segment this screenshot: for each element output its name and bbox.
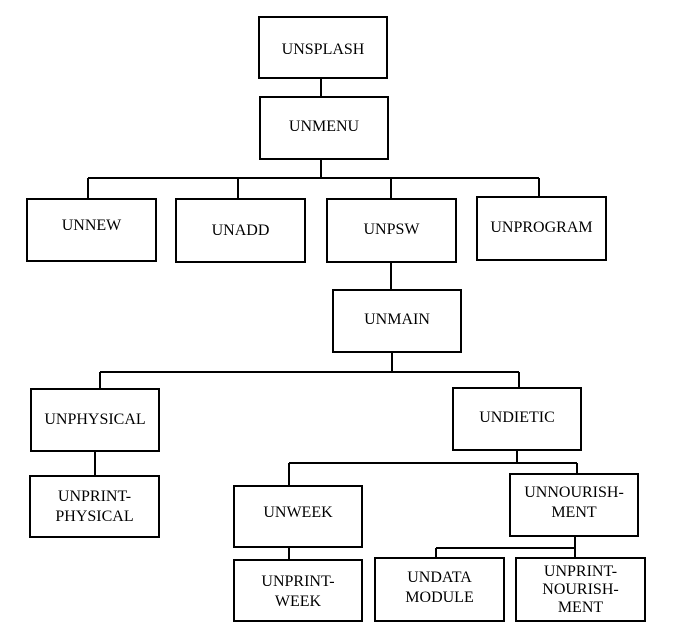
node-label-line: UNPRINT- bbox=[543, 563, 618, 580]
node-label-line: WEEK bbox=[274, 593, 322, 610]
node-label-line: PHYSICAL bbox=[55, 508, 134, 525]
node-label: UNWEEK bbox=[263, 504, 333, 521]
node-unnew: UNNEW bbox=[26, 198, 157, 262]
node-label: UNPRINT- NOURISH- MENT bbox=[517, 563, 644, 617]
node-unsplash: UNSPLASH bbox=[258, 16, 388, 79]
node-label-line: MENT bbox=[551, 504, 597, 521]
node-label-line: MODULE bbox=[405, 589, 474, 606]
node-unadd: UNADD bbox=[175, 198, 306, 263]
node-unprint-nourishment: UNPRINT- NOURISH- MENT bbox=[515, 557, 646, 622]
node-unpsw: UNPSW bbox=[326, 198, 457, 263]
node-unnourishment: UNNOURISH- MENT bbox=[509, 473, 639, 537]
node-label: UNPSW bbox=[363, 221, 420, 238]
node-label: UNNEW bbox=[61, 217, 122, 234]
node-unprint-physical: UNPRINT- PHYSICAL bbox=[29, 475, 160, 538]
node-label: UNNOURISH- MENT bbox=[511, 483, 637, 523]
node-label-line: UNNOURISH- bbox=[524, 484, 624, 501]
node-label: UNPROGRAM bbox=[490, 219, 593, 236]
node-unmain: UNMAIN bbox=[332, 289, 462, 353]
node-label: UNDIETIC bbox=[479, 409, 555, 426]
node-label-line: UNDATA bbox=[407, 569, 472, 586]
node-label: UNADD bbox=[211, 222, 270, 239]
node-undietic: UNDIETIC bbox=[452, 387, 582, 451]
node-unphysical: UNPHYSICAL bbox=[30, 388, 160, 452]
node-unmenu: UNMENU bbox=[259, 96, 389, 160]
node-label-line: UNPRINT- bbox=[57, 488, 132, 505]
node-undata-module: UNDATA MODULE bbox=[374, 557, 505, 622]
node-label: UNDATA MODULE bbox=[376, 568, 503, 608]
node-label: UNPRINT- PHYSICAL bbox=[31, 487, 158, 527]
node-label: UNMENU bbox=[288, 118, 360, 135]
node-unweek: UNWEEK bbox=[233, 485, 363, 548]
node-label: UNMAIN bbox=[364, 311, 430, 328]
node-label-line: MENT bbox=[557, 599, 604, 616]
node-label-line: NOURISH- bbox=[542, 581, 619, 598]
node-label: UNPHYSICAL bbox=[44, 411, 146, 428]
node-unprogram: UNPROGRAM bbox=[476, 196, 607, 261]
node-label: UNPRINT- WEEK bbox=[235, 572, 361, 612]
node-label-line: UNPRINT- bbox=[261, 573, 335, 590]
node-label: UNSPLASH bbox=[281, 41, 365, 58]
node-unprint-week: UNPRINT- WEEK bbox=[233, 559, 363, 622]
